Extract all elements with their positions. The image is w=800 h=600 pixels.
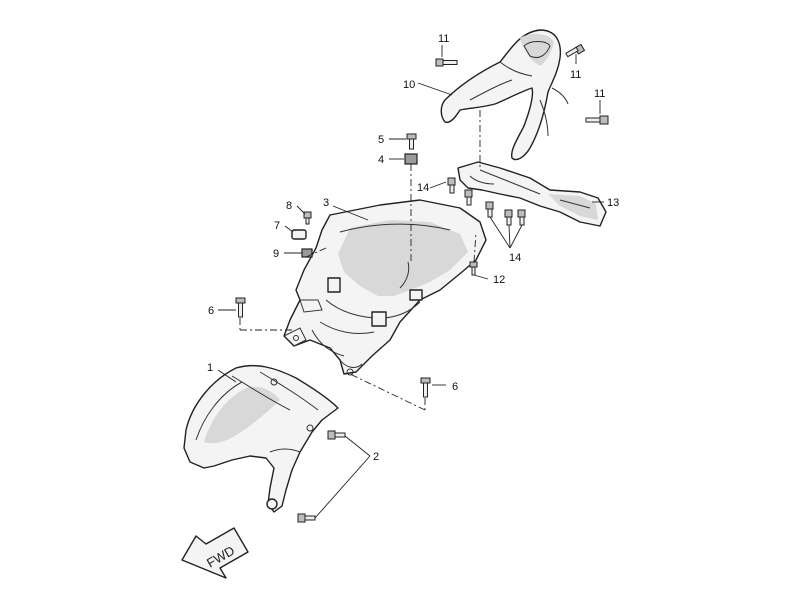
bolt-14-a[interactable]: [447, 177, 456, 194]
callout-13: 13: [607, 197, 619, 209]
bolt-6-left[interactable]: [235, 297, 246, 318]
callout-11-top-left: 11: [438, 33, 449, 45]
bolt-14-c[interactable]: [485, 201, 494, 218]
callout-1: 1: [207, 362, 213, 374]
bolt-11-left[interactable]: [435, 58, 458, 67]
callout-14-bottom: 14: [509, 252, 521, 264]
bolt-6-right[interactable]: [420, 377, 431, 398]
bolt-11-right-top[interactable]: [565, 43, 586, 58]
callout-5: 5: [378, 134, 384, 146]
callout-2: 2: [373, 451, 379, 463]
callout-labels: 11 10 11 11 5 4 14 13 8 3 7 9 14 12 6 1 …: [207, 33, 619, 463]
part-13-rear-guard[interactable]: [457, 161, 607, 227]
bolt-14-b[interactable]: [464, 189, 473, 206]
screw-2-top[interactable]: [327, 430, 346, 440]
callout-14-top: 14: [417, 182, 429, 194]
assembly-lines: [239, 110, 481, 411]
callout-4: 4: [378, 154, 384, 166]
callout-12: 12: [493, 274, 505, 286]
screw-8[interactable]: [303, 211, 312, 225]
callout-8: 8: [286, 200, 292, 212]
bolt-14-d[interactable]: [504, 209, 513, 226]
callout-6-right: 6: [452, 381, 458, 393]
clip-7[interactable]: [291, 229, 307, 240]
callout-7: 7: [274, 220, 280, 232]
bolt-5[interactable]: [406, 133, 417, 150]
callout-3: 3: [323, 197, 329, 209]
bolt-14-e[interactable]: [517, 209, 526, 226]
nut-9[interactable]: [301, 248, 313, 258]
bolt-11-right-bottom[interactable]: [585, 115, 609, 125]
fwd-direction-arrow: FWD: [181, 527, 249, 579]
screw-12[interactable]: [469, 261, 478, 276]
screw-2-bottom[interactable]: [297, 513, 316, 523]
part-10-grab-handle[interactable]: [440, 29, 569, 161]
callout-11-right: 11: [594, 88, 605, 100]
part-1-front-fender[interactable]: [183, 364, 339, 513]
callout-6-left: 6: [208, 305, 214, 317]
leader-lines: [217, 45, 604, 519]
part-3-inner-fender[interactable]: [283, 199, 487, 376]
callout-10: 10: [403, 79, 415, 91]
nut-4[interactable]: [404, 153, 418, 165]
callout-9: 9: [273, 248, 279, 260]
callout-11-top-right: 11: [570, 69, 581, 81]
